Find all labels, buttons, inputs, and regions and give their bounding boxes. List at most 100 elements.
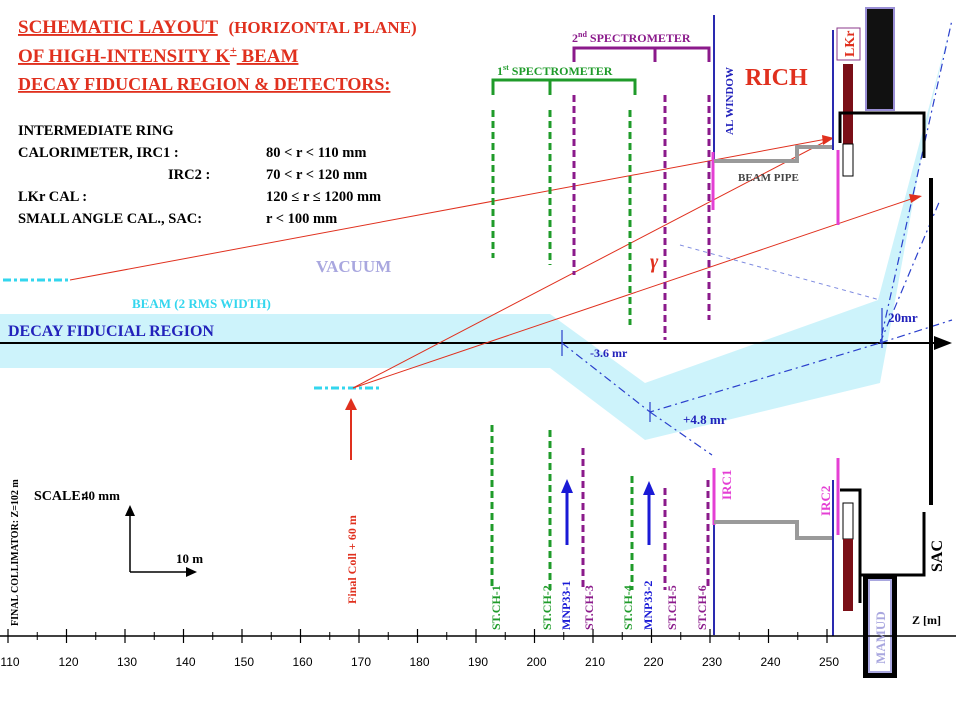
z-axis-tick-label: 160 — [292, 655, 312, 669]
info-l4v: 120 ≤ r ≤ 1200 mm — [266, 189, 381, 205]
track-2 — [352, 137, 833, 389]
info-block: INTERMEDIATE RING CALORIMETER, IRC1 : 80… — [18, 123, 381, 227]
title-line2-b: BEAM — [237, 46, 299, 67]
scale-horizontal-head — [186, 567, 197, 577]
info-l4: LKr CAL : — [18, 189, 87, 205]
spec2-sup: nd — [578, 30, 587, 39]
mnp33-1-arrowhead — [561, 479, 573, 493]
beam-pipe-label: BEAM PIPE — [738, 172, 799, 184]
station-label: ST.CH-4 — [621, 585, 635, 630]
title-line1-rest: (HORIZONTAL PLANE) — [228, 18, 416, 37]
z-axis-label: Z [m] — [912, 613, 941, 627]
z-axis-tick-label: 150 — [234, 655, 254, 669]
spec1-num: 1 — [497, 64, 503, 78]
z-axis-tick-label: 230 — [702, 655, 722, 669]
decay-region-label: DECAY FIDUCIAL REGION — [8, 323, 214, 340]
z-axis-tick-label: 180 — [409, 655, 429, 669]
spec1-sup: st — [503, 63, 509, 72]
z-axis-tick-label: 190 — [468, 655, 488, 669]
angle-20-label: 20mr — [888, 310, 918, 325]
lkr-label-box — [836, 27, 861, 61]
title-line3: DECAY FIDUCIAL REGION & DETECTORS: — [18, 74, 390, 94]
info-l2v: 80 < r < 110 mm — [266, 145, 366, 161]
scale-v-label: 40 mm — [82, 488, 120, 503]
scale-vertical-head — [125, 505, 135, 516]
lkr-top-block — [843, 64, 853, 144]
angle-guide-line-5 — [679, 244, 881, 301]
final-collimator-label: FINAL COLLIMATOR: Z=102 m — [10, 479, 21, 626]
spec1-text: SPECTROMETER — [509, 64, 613, 78]
beam-envelope — [0, 20, 952, 440]
track-3-head — [909, 194, 922, 203]
title-line2-a: OF HIGH-INTENSITY K — [18, 46, 230, 67]
station-label: MNP33-1 — [559, 581, 573, 630]
mamud-label: MAMUD — [873, 611, 888, 664]
final-coll-60-label: Final Coll + 60 m — [345, 515, 359, 604]
rich-label: RICH — [745, 65, 808, 91]
title-line1: SCHEMATIC LAYOUT (HORIZONTAL PLANE) — [18, 17, 417, 38]
z-axis-tick-label: 130 — [117, 655, 137, 669]
z-axis-tick-label: 170 — [351, 655, 371, 669]
mamud-box-inner — [868, 579, 892, 673]
stations-top — [491, 95, 711, 340]
gamma-label: γ — [650, 251, 659, 273]
spec2-bracket — [572, 46, 711, 62]
z-axis-tick-label: 210 — [585, 655, 605, 669]
vacuum-label: VACUUM — [316, 257, 391, 276]
angle-48-label: +4.8 mr — [683, 412, 727, 427]
stations-bottom — [490, 425, 710, 590]
spec1-bracket — [491, 78, 637, 95]
station-label: ST.CH-6 — [695, 585, 709, 630]
z-axis-tick-label: 220 — [643, 655, 663, 669]
irc1-label: IRC1 — [719, 470, 734, 500]
z-axis-tick-label: 140 — [175, 655, 195, 669]
z-axis-ticks: 110 120 130 140 150 160 170 180 190 200 210 220 230 2… — [0, 629, 839, 669]
hadron-cal-top-outline — [838, 111, 926, 158]
spec1-label: 1st SPECTROMETER — [497, 63, 613, 78]
scale-label: SCALE: — [34, 489, 85, 504]
mnp33-2-arrowhead — [643, 481, 655, 495]
beam-label: BEAM (2 RMS WIDTH) — [132, 296, 271, 311]
title-line1-main: SCHEMATIC LAYOUT — [18, 17, 218, 38]
info-l2: CALORIMETER, IRC1 : — [18, 145, 179, 161]
spec2-num: 2 — [572, 31, 578, 45]
info-l1: INTERMEDIATE RING — [18, 123, 174, 139]
info-l3v: 70 < r < 120 mm — [266, 167, 367, 183]
angle-36-label: -3.6 mr — [590, 346, 628, 360]
hadron-cal-top-block — [865, 7, 895, 111]
irc2-label: IRC2 — [818, 486, 833, 516]
station-label: ST.CH-3 — [582, 585, 596, 630]
z-axis-tick-label: 240 — [760, 655, 780, 669]
track-1-head — [822, 135, 834, 145]
z-axis-tick-label: 120 — [58, 655, 78, 669]
angle-guide-line-2 — [649, 411, 713, 456]
lkr-label: LKr — [843, 31, 858, 57]
lkr-bottom-white — [842, 502, 854, 540]
z-axis-tick-label: 200 — [526, 655, 546, 669]
z-axis-tick-label: 250 — [819, 655, 839, 669]
z-axis-tick-label: 110 — [0, 655, 19, 669]
final-coll-arrowhead — [345, 398, 357, 410]
lkr-bottom-block — [843, 539, 853, 611]
info-l5v: r < 100 mm — [266, 211, 337, 227]
scale-h-label: 10 m — [176, 551, 203, 566]
station-label: ST.CH-5 — [665, 585, 679, 630]
track-3 — [352, 195, 921, 389]
spec2-label: 2nd SPECTROMETER — [572, 30, 691, 45]
sac-label: SAC — [929, 540, 946, 572]
spec2-text: SPECTROMETER — [587, 31, 691, 45]
info-l5: SMALL ANGLE CAL., SAC: — [18, 211, 202, 227]
al-window-label: AL WINDOW — [724, 67, 736, 135]
angle-guide-line — [561, 19, 953, 413]
title-line2: OF HIGH-INTENSITY K+ BEAM — [18, 43, 299, 67]
beam-pipe-bottom — [714, 520, 834, 540]
station-label: ST.CH-1 — [489, 585, 503, 630]
station-label: ST.CH-2 — [540, 585, 554, 630]
beam-axis-arrowhead — [934, 336, 952, 350]
title-line2-sup: + — [230, 43, 237, 57]
lkr-top-white — [842, 143, 854, 177]
beam-pipe-top — [714, 145, 832, 163]
info-l3: IRC2 : — [168, 167, 210, 183]
station-label: MNP33-2 — [641, 581, 655, 630]
